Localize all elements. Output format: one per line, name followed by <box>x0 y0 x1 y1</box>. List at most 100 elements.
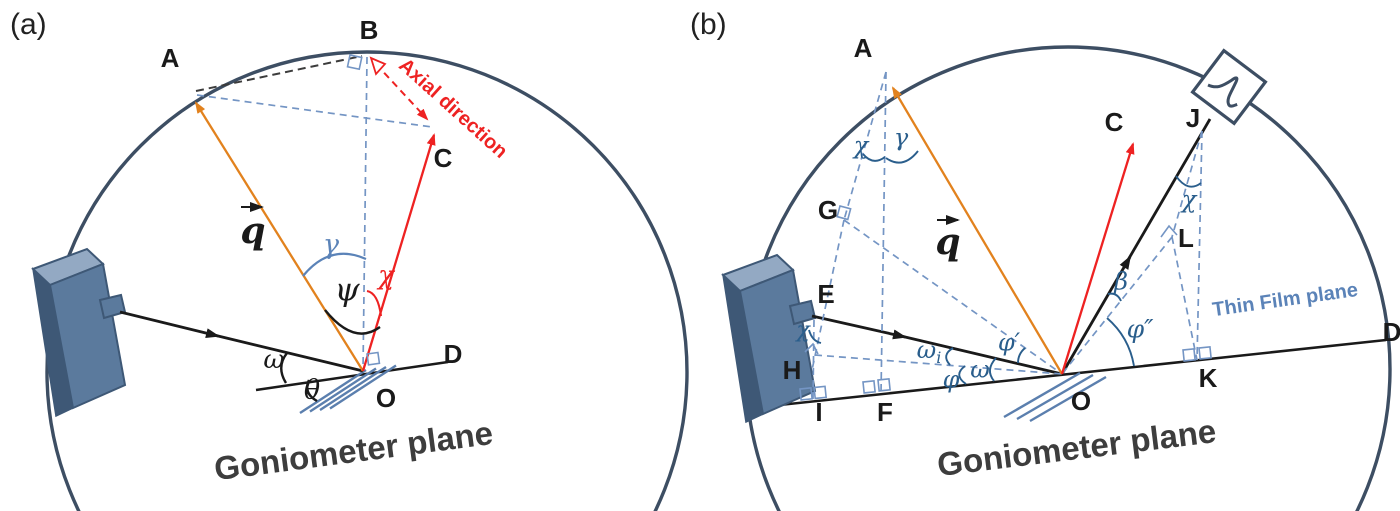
incident-beam-a <box>119 310 220 339</box>
q-vector-label-b: q <box>935 221 960 263</box>
psi-arc-a <box>324 309 381 335</box>
point-label-C-b: C <box>1105 107 1124 137</box>
beta-arc <box>1107 292 1122 302</box>
omega-i-arc <box>945 347 954 366</box>
omega-i-base: ω <box>917 336 937 364</box>
point-label-B-a: B <box>360 15 379 45</box>
source-nozzle-a <box>98 293 127 320</box>
theta-label-a: θ <box>304 375 320 406</box>
sample-hatching-b <box>1003 371 1107 423</box>
right-angle-marker-I-2 <box>813 385 828 400</box>
incident-beam-b <box>811 314 907 340</box>
point-label-I-b: I <box>815 397 822 427</box>
detector-icon <box>1190 48 1268 126</box>
diffracted-beam-b <box>1060 255 1132 375</box>
dashed-A-B <box>195 55 363 92</box>
dashed-L-O <box>1061 236 1173 375</box>
point-label-A-b: A <box>854 33 873 63</box>
peak-curve-icon <box>1207 76 1239 108</box>
right-angle-marker-O-a <box>366 351 381 366</box>
oc-vector-arrow-b <box>1060 142 1135 375</box>
point-label-O-a: O <box>376 383 396 413</box>
q-vector-arrow-b <box>891 86 1063 375</box>
right-angle-marker-K-2 <box>1198 345 1212 360</box>
dashed-E-I <box>812 319 815 400</box>
point-label-D-b: D <box>1383 317 1400 347</box>
goniometer-plane-label-b: Goniometer plane <box>935 412 1218 483</box>
goniometer-plane-line-b <box>751 338 1387 410</box>
q-vector-arrow-a <box>194 101 364 372</box>
axial-direction-label: Axial direction <box>394 54 511 163</box>
phi-arc <box>958 365 967 385</box>
chi-label-a: χ <box>376 261 396 291</box>
panel-tag-a: (a) <box>10 8 47 41</box>
phi-double-prime-arc <box>1106 317 1135 367</box>
angle-marker-H <box>804 342 819 355</box>
gamma-arc-at-A <box>885 150 919 164</box>
panel-b: q (b) A G E H I F C J L K D O χ γ χ χ β … <box>690 8 1400 511</box>
right-angle-marker-F-2 <box>877 377 891 392</box>
chi-label-at-J: χ <box>1180 186 1198 214</box>
phi-prime-label: φ′ <box>998 329 1021 357</box>
angle-arcs-b <box>808 150 1202 385</box>
right-angle-marker-B-a <box>346 54 363 71</box>
dashed-H-O <box>814 354 1063 375</box>
beta-label: β <box>1113 268 1128 296</box>
gamma-label-at-A: γ <box>894 124 909 152</box>
omega-label-b: ω <box>970 356 990 384</box>
point-label-D-a: D <box>444 339 463 369</box>
point-label-O-b: O <box>1071 386 1091 416</box>
goniometer-plane-line-a <box>255 360 449 392</box>
panel-tag-b: (b) <box>690 8 727 41</box>
right-angle-marker-K-1 <box>1182 347 1196 362</box>
chi-arc-at-E <box>808 329 822 344</box>
theta-arc-a <box>306 379 318 403</box>
point-label-F-b: F <box>877 397 893 427</box>
omega-i-sub: i <box>936 348 941 367</box>
dashed-B-O-vertical <box>362 56 368 371</box>
dashed-A-C <box>196 94 433 128</box>
sample-hatching-a <box>299 364 397 415</box>
incident-beam-b-2 <box>902 335 1063 376</box>
dashed-G-H <box>811 219 845 371</box>
chi-arc-a <box>366 289 383 317</box>
oc-vector-arrow-a <box>361 133 436 372</box>
chi-label-at-E: χ <box>794 318 811 343</box>
dashed-L-K <box>1171 236 1198 361</box>
point-label-L-b: L <box>1178 223 1194 253</box>
dashed-A-F <box>880 71 887 395</box>
phi-label: φ <box>943 366 960 394</box>
point-label-C-a: C <box>434 143 453 173</box>
gamma-label-a: γ <box>323 230 340 261</box>
dashed-J-K <box>1196 130 1203 361</box>
gamma-arc-a <box>302 252 367 277</box>
point-label-G-b: G <box>818 195 838 225</box>
construction-lines-b <box>811 71 1203 400</box>
phi-double-prime-label: φ″ <box>1127 315 1155 344</box>
open-arrowhead-at-B-icon <box>369 56 387 76</box>
dashed-G-O <box>843 219 1063 375</box>
incident-beam-a-2 <box>215 334 364 373</box>
omega-arc-b <box>989 357 997 382</box>
q-vector-label-a: q <box>240 210 265 252</box>
thin-film-plane-label: Thin Film plane <box>1211 279 1359 321</box>
dashed-J-L <box>1171 130 1203 238</box>
right-angle-marker-I-1 <box>799 386 813 401</box>
right-angle-marker-G <box>836 205 852 221</box>
angle-marker-L <box>1160 224 1178 238</box>
point-label-J-b: J <box>1186 103 1200 133</box>
omega-label-a: ω <box>263 345 284 375</box>
point-label-A-a: A <box>161 43 180 73</box>
right-angle-marker-F-1 <box>862 379 876 394</box>
chi-arc-at-A <box>862 153 886 162</box>
phi-prime-arc <box>1017 347 1026 364</box>
diffracted-beam-b-2 <box>1126 118 1212 261</box>
axial-direction-dashed-line <box>375 63 429 121</box>
point-label-H-b: H <box>783 355 802 385</box>
chi-label-at-A: χ <box>852 132 870 160</box>
right-angle-markers-b <box>799 205 1212 401</box>
omega-i-label: ωi <box>917 336 942 367</box>
omega-arc-a <box>280 352 288 384</box>
